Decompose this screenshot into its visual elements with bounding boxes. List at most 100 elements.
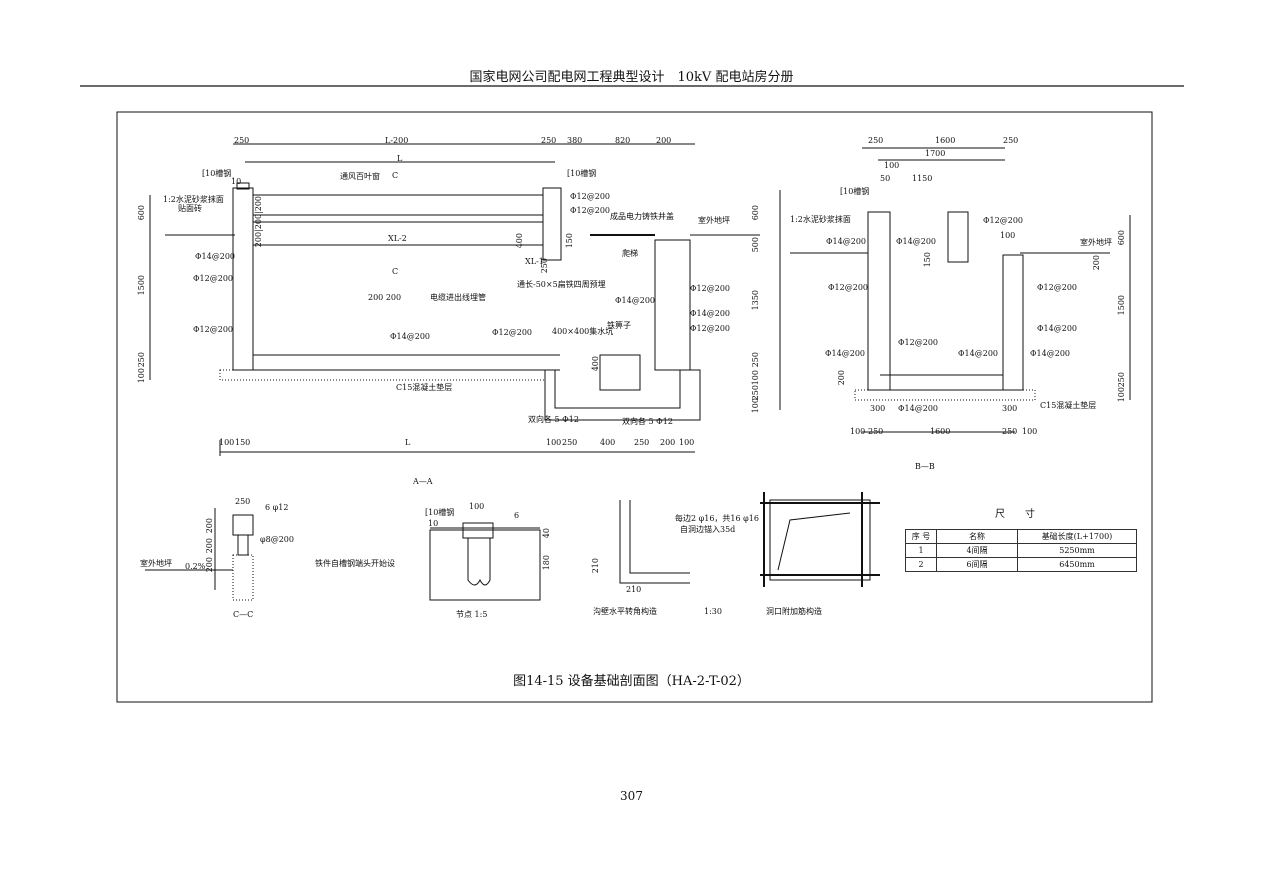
rebar-label: Φ12@200	[570, 206, 611, 215]
dim: 250	[634, 438, 650, 447]
label: 成品电力铸铁井盖	[610, 212, 674, 221]
label: C	[392, 267, 399, 276]
label: 铁箅子	[607, 321, 631, 330]
dim: 250	[562, 438, 578, 447]
header-cell: 基础长度(L+1700)	[1017, 529, 1137, 544]
header-cell: 名称	[936, 529, 1018, 544]
dim: 100	[546, 438, 562, 447]
rebar-label: Φ14@200	[825, 349, 866, 358]
dim: 250	[751, 352, 760, 368]
header-cell: 序 号	[905, 529, 937, 544]
dim: 100	[884, 161, 900, 170]
rebar-label: Φ12@200	[898, 338, 939, 347]
corner-drawing	[619, 500, 690, 584]
dim: 300	[870, 404, 886, 413]
label: 通风百叶窗	[340, 172, 380, 181]
dim: 250	[541, 136, 557, 145]
dim: 100	[751, 398, 760, 414]
label: [10槽钢	[567, 169, 597, 178]
label: 爬梯	[622, 249, 638, 258]
rebar-label: Φ14@200	[898, 404, 939, 413]
node1-drawing	[429, 522, 541, 601]
dim: 150	[923, 252, 932, 268]
size-table-title: 尺 寸	[995, 509, 1035, 520]
label: XL-2	[388, 234, 407, 243]
dim: 200	[1092, 255, 1101, 271]
dim: L	[397, 154, 403, 163]
label: C15混凝土垫层	[396, 383, 453, 392]
rebar-label: Φ14@200	[958, 349, 999, 358]
label: 200 200	[368, 293, 402, 302]
section-cc-title: C—C	[233, 610, 254, 619]
label: 1:2水泥砂浆抹面	[163, 195, 224, 204]
dim: L	[405, 438, 411, 447]
label: C	[392, 171, 399, 180]
rebar-label: Φ12@200	[828, 283, 869, 292]
dim: 1600	[930, 427, 951, 436]
dim: 250	[1117, 372, 1126, 388]
cell: 5250mm	[1017, 543, 1137, 558]
dim: 150	[235, 438, 251, 447]
dim: 100	[469, 502, 485, 511]
dim: 6	[514, 511, 520, 520]
dim: 200|200|200	[254, 196, 263, 248]
label: XL-1	[525, 257, 544, 266]
rebar-label: Φ12@200	[1037, 283, 1078, 292]
label: 自洞边锚入35d	[680, 525, 736, 534]
label: [10槽钢	[202, 169, 232, 178]
dim: 250	[234, 136, 250, 145]
rebar-label: Φ12@200	[983, 216, 1024, 225]
drawing-frame	[116, 111, 1153, 703]
dim: 100	[850, 427, 866, 436]
dim: 1500	[1117, 295, 1126, 316]
dim: 250	[540, 258, 549, 274]
opening-drawing	[760, 492, 880, 587]
scale-label: 1:30	[704, 607, 722, 616]
rebar-label: Φ12@200	[690, 284, 731, 293]
page-number: 307	[620, 789, 643, 803]
dim: 1700	[925, 149, 946, 158]
cell: 2	[905, 557, 937, 572]
dim: 180	[542, 555, 551, 571]
table-row: 2 6间隔 6450mm	[905, 557, 1137, 572]
dim: 10	[428, 519, 439, 528]
dim: 200	[205, 538, 214, 554]
dim: 100	[1000, 231, 1016, 240]
section-bb-title: B—B	[915, 462, 935, 471]
dim: 210	[626, 585, 642, 594]
dim: 200	[837, 370, 846, 386]
rebar-label: φ8@200	[260, 535, 294, 544]
dim: 1500	[137, 275, 146, 296]
rebar-label: Φ14@200	[195, 252, 236, 261]
label: 每边2 φ16，共16 φ16	[675, 514, 759, 523]
section-aa-drawing	[149, 143, 781, 456]
dim: 380	[567, 136, 583, 145]
label: 通长-50×5扁铁四周预埋	[517, 280, 606, 289]
section-bb-drawing	[790, 147, 1131, 433]
dim: 100	[137, 368, 146, 384]
dim: 250	[1003, 136, 1019, 145]
label: 双向各 5 Φ12	[528, 415, 579, 424]
rebar-label: Φ14@200	[896, 237, 937, 246]
page-header-title: 国家电网公司配电网工程典型设计 10kV 配电站房分册	[469, 70, 794, 85]
rebar-label: Φ12@200	[193, 325, 234, 334]
dim: 300	[1002, 404, 1018, 413]
label: 室外地坪	[1080, 238, 1112, 247]
dim: 100	[1117, 387, 1126, 403]
section-cc-drawing	[145, 508, 254, 601]
dim: 200	[205, 557, 214, 573]
rebar-label: Φ12@200	[690, 324, 731, 333]
dim: 400	[515, 233, 524, 249]
dim: 100	[679, 438, 695, 447]
dim: 100	[1022, 427, 1038, 436]
label: C15混凝土垫层	[1040, 401, 1097, 410]
rebar-label: Φ12@200	[492, 328, 533, 337]
dim: 250	[868, 427, 884, 436]
dim: 600	[137, 205, 146, 221]
dim: 600	[751, 205, 760, 221]
table-row: 1 4间隔 5250mm	[905, 543, 1137, 558]
dim: 820	[615, 136, 631, 145]
node1-title: 节点 1:5	[456, 610, 488, 619]
